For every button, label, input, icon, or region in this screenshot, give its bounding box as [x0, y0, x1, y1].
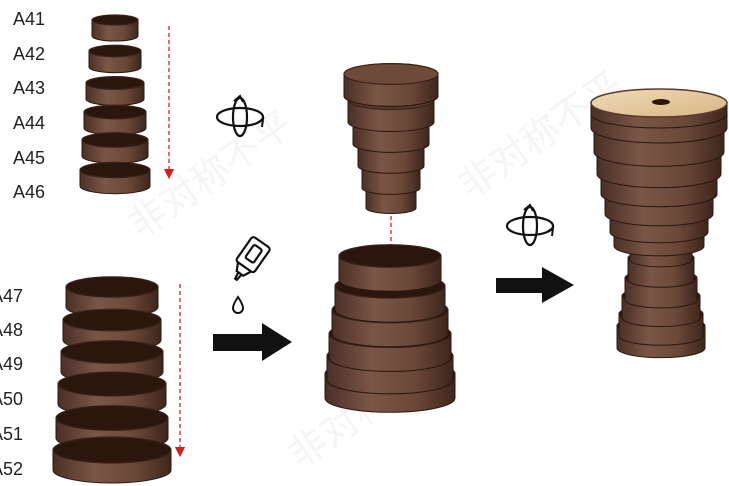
piece-disc: [80, 162, 150, 193]
piece-disc: [82, 133, 148, 164]
piece-label: A51: [0, 424, 23, 444]
piece-disc: [86, 77, 144, 106]
piece-label: A41: [13, 9, 45, 29]
final-assembly: [591, 89, 727, 358]
push-arrow-icon: [496, 267, 574, 303]
piece-disc: [89, 45, 141, 72]
assembly-ring: [339, 245, 441, 291]
lower-assembly: [325, 245, 455, 413]
piece-label: A44: [13, 113, 45, 133]
assembly-top-ring: [344, 64, 438, 107]
piece-disc: [92, 15, 138, 41]
piece-label: A47: [0, 286, 23, 306]
piece-label: A49: [0, 354, 23, 374]
push-arrow-icon: [213, 323, 292, 361]
piece-label: A42: [13, 44, 45, 64]
piece-label: A48: [0, 320, 23, 340]
piece-label: A50: [0, 389, 23, 409]
rotate-icon: [507, 205, 553, 245]
top-piece-stack: [80, 15, 150, 194]
upper-assembly: [344, 64, 438, 214]
glue-drop-icon: [233, 297, 243, 313]
bottom-piece-stack: [53, 277, 171, 483]
piece-label: A52: [0, 459, 23, 479]
piece-disc: [53, 437, 171, 483]
piece-disc: [84, 105, 146, 135]
piece-label: A46: [13, 182, 45, 202]
center-hole: [652, 99, 670, 105]
piece-label: A45: [13, 148, 45, 168]
glue-bottle-icon: [227, 236, 271, 285]
piece-label: A43: [13, 78, 45, 98]
